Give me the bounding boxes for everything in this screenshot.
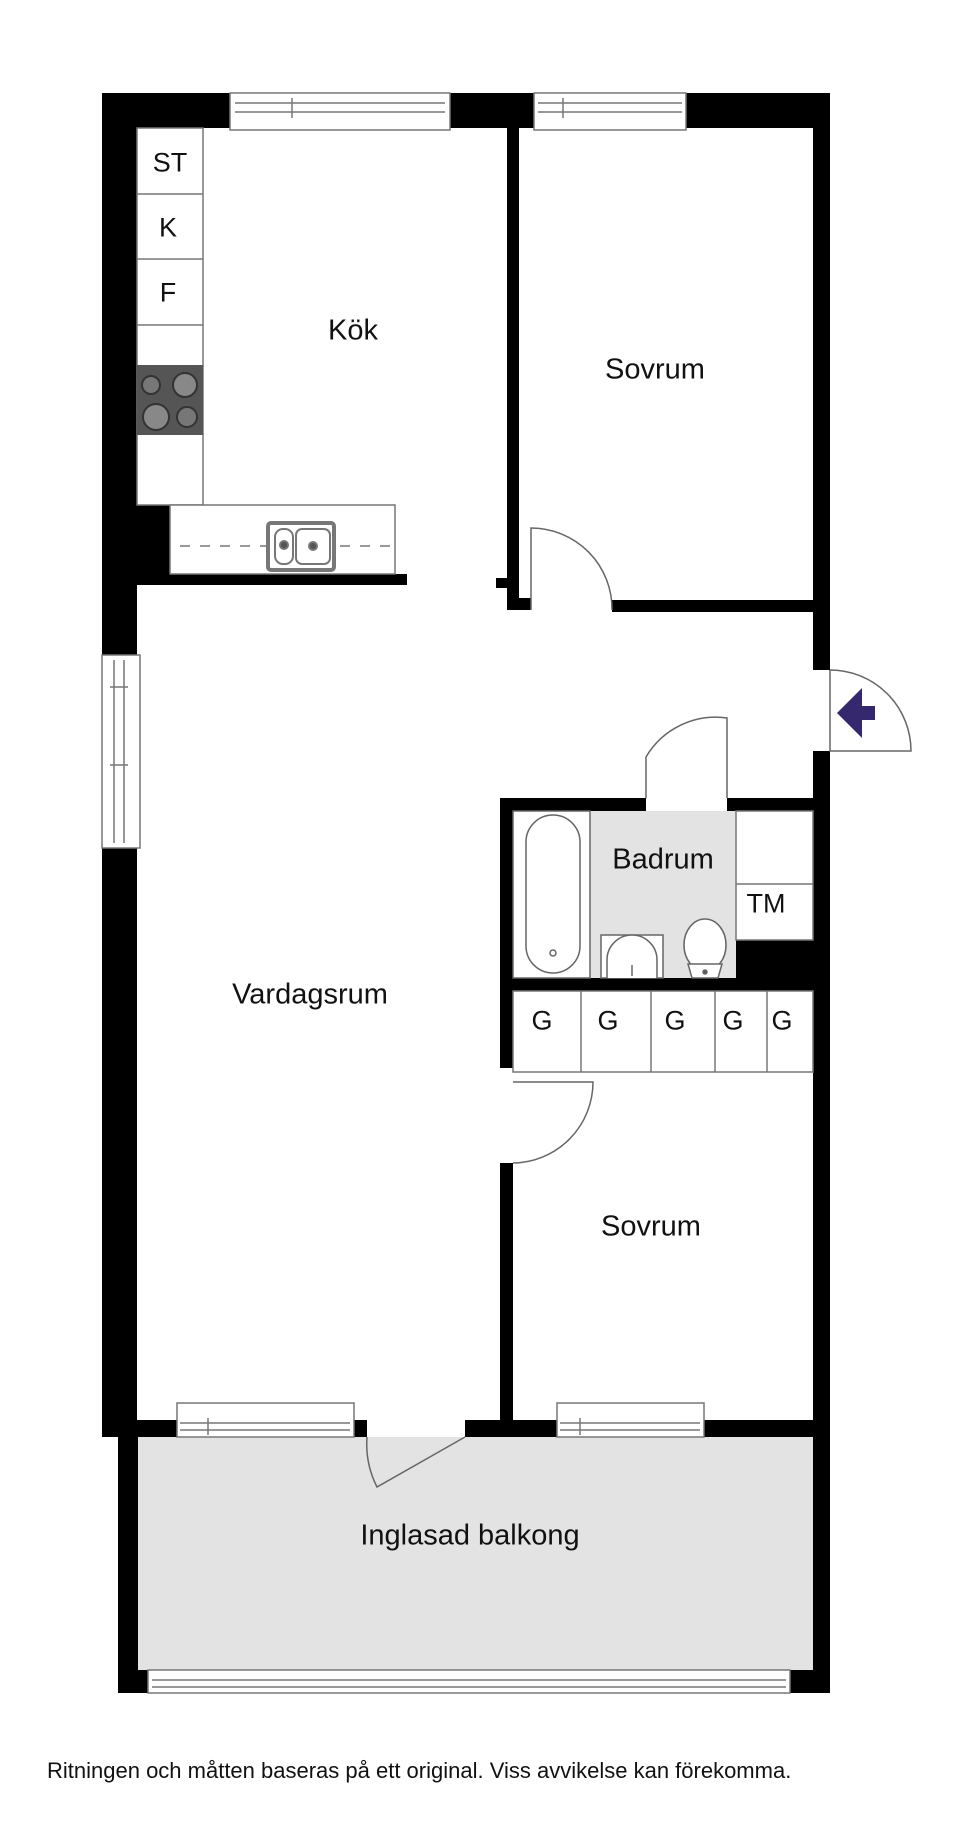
room-label-kitchen: Kök: [328, 314, 378, 347]
sink-icon: [266, 521, 336, 572]
toilet-icon: [683, 918, 727, 979]
wardrobe-label: G: [597, 1005, 619, 1036]
balcony-floor: [137, 1437, 813, 1670]
room-label-bathroom: Badrum: [612, 843, 714, 876]
doors: [365, 527, 912, 1489]
room-label-bedroom-bottom: Sovrum: [601, 1210, 701, 1243]
windows: [101, 92, 791, 1694]
wardrobe-label: G: [722, 1005, 744, 1036]
kitchen-unit-label: ST: [152, 147, 188, 178]
door-bathroom: [645, 716, 728, 798]
laundry-cabinet: [735, 810, 814, 941]
wardrobe-label: G: [771, 1005, 793, 1036]
bathtub-icon: [512, 810, 591, 979]
laundry-label: TM: [746, 888, 786, 919]
kitchen-unit-label: F: [159, 277, 177, 308]
wardrobe-label: G: [531, 1005, 553, 1036]
room-label-living-room: Vardagsrum: [232, 978, 388, 1011]
room-label-balcony: Inglasad balkong: [360, 1519, 580, 1552]
entrance-arrow-icon: [837, 688, 875, 738]
walls: [102, 93, 830, 1693]
door-balcony: [365, 1436, 466, 1489]
wardrobes: [512, 990, 814, 1073]
door-entrance: [829, 669, 912, 752]
washbasin-icon: [600, 934, 664, 979]
disclaimer-text: Ritningen och måtten baseras på ett orig…: [47, 1758, 792, 1783]
kitchen-counter: [136, 127, 396, 575]
wardrobe-label: G: [664, 1005, 686, 1036]
door-bedroom-bottom: [512, 1081, 594, 1164]
room-label-bedroom-top: Sovrum: [605, 353, 705, 386]
door-bedroom-top: [530, 527, 613, 611]
stove-icon: [137, 365, 203, 435]
kitchen-unit-label: K: [158, 212, 178, 243]
